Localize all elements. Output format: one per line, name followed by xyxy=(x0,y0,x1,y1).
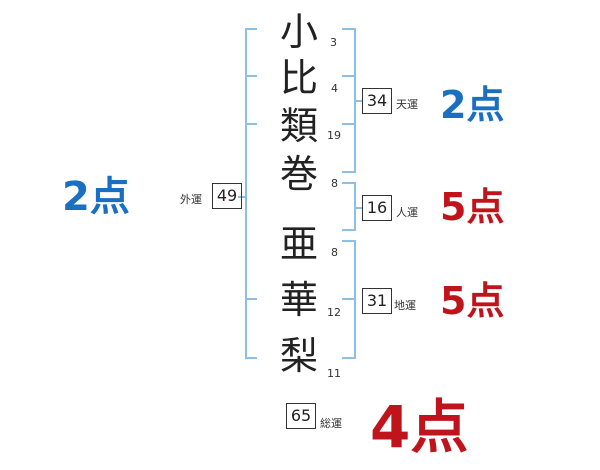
name-char: 華 xyxy=(279,278,318,322)
bracket-tick xyxy=(245,28,257,30)
souun-score: 4点 xyxy=(370,393,469,461)
name-char: 比 xyxy=(279,56,318,100)
bracket-tick xyxy=(342,240,356,242)
outer-bracket xyxy=(245,28,247,359)
jinun-value: 16 xyxy=(362,195,392,221)
gaiun-value: 49 xyxy=(212,183,242,209)
jinun-bracket xyxy=(354,182,356,231)
jinun-label: 人運 xyxy=(396,206,418,219)
stroke-count: 11 xyxy=(327,367,341,380)
stroke-count: 8 xyxy=(331,177,338,190)
bracket-tick xyxy=(342,298,356,300)
bracket-tick xyxy=(245,75,257,77)
bracket-tick xyxy=(245,298,257,300)
chiun-label: 地運 xyxy=(394,299,416,312)
souun-label: 総運 xyxy=(320,417,342,430)
bracket-tick xyxy=(245,357,257,359)
bracket-tick xyxy=(342,123,356,125)
tenun-score: 2点 xyxy=(440,83,505,127)
name-char: 類 xyxy=(279,104,318,148)
stroke-count: 4 xyxy=(331,82,338,95)
name-char: 梨 xyxy=(279,334,318,378)
gaiun-score: 2点 xyxy=(62,174,130,220)
name-char: 亜 xyxy=(279,222,318,266)
souun-value: 65 xyxy=(286,403,316,429)
stroke-count: 12 xyxy=(327,306,341,319)
bracket-tick xyxy=(342,182,356,184)
chiun-value: 31 xyxy=(362,288,392,314)
connector xyxy=(354,207,362,209)
connector xyxy=(354,100,362,102)
chiun-score: 5点 xyxy=(440,279,505,323)
name-char: 小 xyxy=(279,10,318,54)
bracket-tick xyxy=(342,171,356,173)
stroke-count: 8 xyxy=(331,246,338,259)
stroke-count: 19 xyxy=(327,129,341,142)
bracket-tick xyxy=(342,28,356,30)
name-char: 巻 xyxy=(279,152,318,196)
stroke-count: 3 xyxy=(330,36,337,49)
tenun-label: 天運 xyxy=(396,98,418,111)
tenun-value: 34 xyxy=(362,88,392,114)
jinun-score: 5点 xyxy=(440,185,505,229)
bracket-tick xyxy=(342,75,356,77)
bracket-tick xyxy=(342,229,356,231)
bracket-tick xyxy=(245,123,257,125)
bracket-tick xyxy=(342,357,356,359)
connector xyxy=(238,196,246,198)
gaiun-label: 外運 xyxy=(180,193,202,206)
